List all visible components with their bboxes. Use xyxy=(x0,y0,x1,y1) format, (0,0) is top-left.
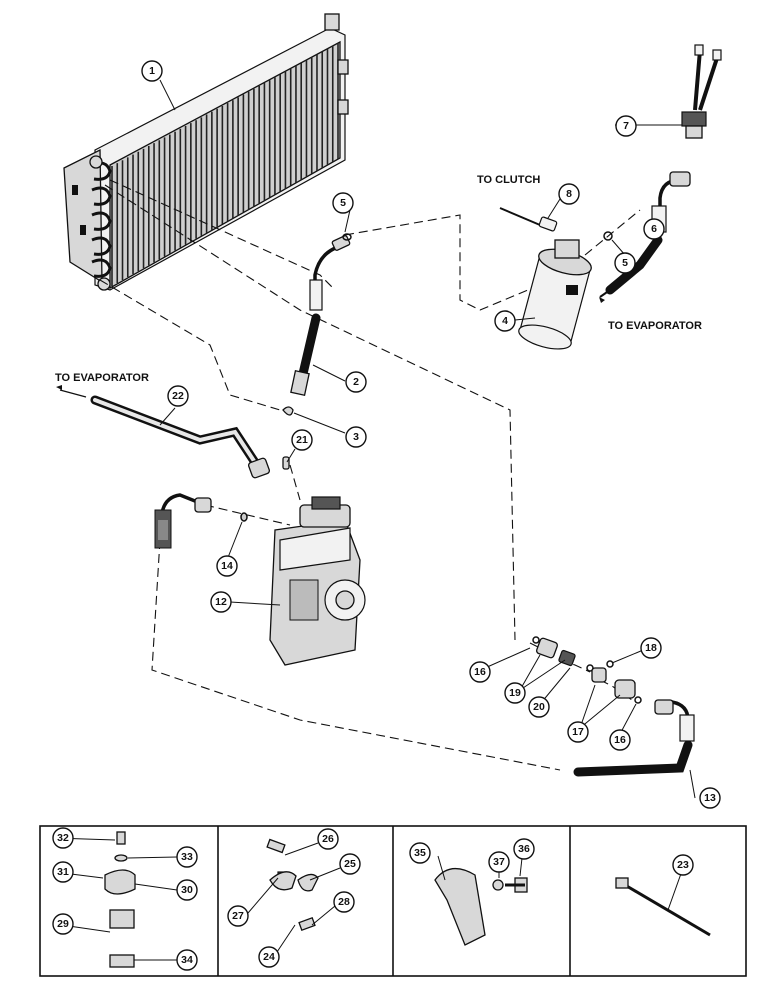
callout-18: 18 xyxy=(640,637,662,659)
callout-5b: 5 xyxy=(614,252,636,274)
svg-text:26: 26 xyxy=(322,833,334,845)
to-evaporator-note-right: TO EVAPORATOR xyxy=(608,320,702,332)
svg-text:6: 6 xyxy=(651,223,657,235)
svg-text:18: 18 xyxy=(645,642,657,654)
callout-35: 35 xyxy=(409,842,431,864)
callout-17: 17 xyxy=(567,721,589,743)
callout-13: 13 xyxy=(699,787,721,809)
svg-text:33: 33 xyxy=(181,851,193,863)
callout-8: 8 xyxy=(558,183,580,205)
callout-36: 36 xyxy=(513,838,535,860)
svg-text:32: 32 xyxy=(57,832,69,844)
pressure-switch xyxy=(681,44,722,139)
callout-7: 7 xyxy=(615,115,637,137)
svg-text:36: 36 xyxy=(518,843,530,855)
svg-text:17: 17 xyxy=(572,726,584,738)
callout-21: 21 xyxy=(291,429,313,451)
fitting-3 xyxy=(282,406,294,416)
compressor-hose xyxy=(154,493,212,549)
svg-text:35: 35 xyxy=(414,847,426,859)
condenser xyxy=(63,13,349,291)
svg-text:22: 22 xyxy=(172,390,184,402)
callout-16b: 16 xyxy=(609,729,631,751)
svg-text:4: 4 xyxy=(502,315,508,327)
callout-4: 4 xyxy=(494,310,516,332)
callout-25: 25 xyxy=(339,853,361,875)
svg-text:25: 25 xyxy=(344,858,356,870)
callout-19: 19 xyxy=(504,682,526,704)
callout-23: 23 xyxy=(672,854,694,876)
svg-text:34: 34 xyxy=(181,954,193,966)
svg-text:30: 30 xyxy=(181,884,193,896)
callout-27: 27 xyxy=(227,905,249,927)
svg-text:16: 16 xyxy=(614,734,626,746)
callout-2: 2 xyxy=(345,371,367,393)
callout-12: 12 xyxy=(210,591,232,613)
svg-text:16: 16 xyxy=(474,666,486,678)
to-evaporator-note-left: TO EVAPORATOR xyxy=(55,372,149,384)
callout-28: 28 xyxy=(333,891,355,913)
callout-29: 29 xyxy=(52,913,74,935)
svg-text:5: 5 xyxy=(340,197,346,209)
callout-34: 34 xyxy=(176,949,198,971)
svg-text:5: 5 xyxy=(622,257,628,269)
svg-text:13: 13 xyxy=(704,792,716,804)
callout-3: 3 xyxy=(345,426,367,448)
svg-text:7: 7 xyxy=(623,120,629,132)
svg-text:31: 31 xyxy=(57,866,69,878)
callout-26: 26 xyxy=(317,828,339,850)
callout-37: 37 xyxy=(488,851,510,873)
callout-20: 20 xyxy=(528,696,550,718)
compressor xyxy=(269,496,366,666)
svg-text:20: 20 xyxy=(533,701,545,713)
svg-text:12: 12 xyxy=(215,596,227,608)
svg-text:2: 2 xyxy=(353,376,359,388)
fitting-21 xyxy=(282,456,290,470)
hose-13 xyxy=(573,699,695,777)
svg-text:3: 3 xyxy=(353,431,359,443)
routing-lines xyxy=(99,179,641,771)
svg-text:8: 8 xyxy=(566,188,572,200)
svg-text:23: 23 xyxy=(677,859,689,871)
receiver-drier xyxy=(499,207,592,350)
svg-text:14: 14 xyxy=(221,560,233,572)
callout-22: 22 xyxy=(167,385,189,407)
callout-33: 33 xyxy=(176,846,198,868)
svg-text:37: 37 xyxy=(493,856,505,868)
callout-24: 24 xyxy=(258,946,280,968)
svg-text:1: 1 xyxy=(149,65,155,77)
callout-30: 30 xyxy=(176,879,198,901)
svg-text:24: 24 xyxy=(263,951,275,963)
callout-1: 1 xyxy=(141,60,163,82)
callout-6: 6 xyxy=(643,218,665,240)
svg-text:29: 29 xyxy=(57,918,69,930)
to-clutch-note: TO CLUTCH xyxy=(477,174,540,186)
hardware-panels xyxy=(39,825,747,977)
svg-text:28: 28 xyxy=(338,896,350,908)
callout-16a: 16 xyxy=(469,661,491,683)
svg-text:21: 21 xyxy=(296,434,308,446)
svg-text:19: 19 xyxy=(509,687,521,699)
callout-5a: 5 xyxy=(332,192,354,214)
callout-14: 14 xyxy=(216,555,238,577)
callout-31: 31 xyxy=(52,861,74,883)
tube-22 xyxy=(59,389,270,479)
hose-2 xyxy=(290,235,351,396)
callout-32: 32 xyxy=(52,827,74,849)
svg-text:27: 27 xyxy=(232,910,244,922)
callouts: 1 5 8 7 6 5 4 2 3 22 21 14 12 16 19 20 1… xyxy=(52,60,721,971)
fittings-group xyxy=(536,637,636,699)
